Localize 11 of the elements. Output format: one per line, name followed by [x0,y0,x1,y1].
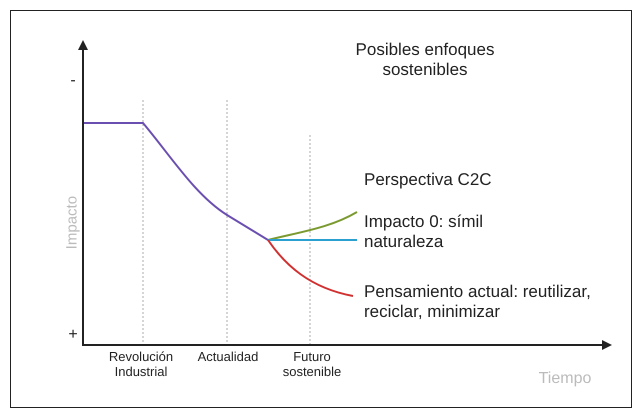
curve-label: Perspectiva C2C [364,170,493,190]
axis-minus-mark: - [69,72,77,90]
axis-tick-label: Actualidad [196,350,260,365]
curve-label: Impacto 0: símil naturaleza [364,212,484,252]
axis-title: Tiempo [538,370,592,388]
heading: Posibles enfoques sostenibles [354,40,496,80]
axis-tick-label: Futuro sostenible [282,350,342,380]
axis-title: Impacto [63,194,81,252]
axis-plus-mark: + [67,326,79,344]
axis-tick-label: Revolución Industrial [108,350,174,380]
curve-label: Pensamiento actual: reutilizar, reciclar, minimizar [364,282,592,322]
